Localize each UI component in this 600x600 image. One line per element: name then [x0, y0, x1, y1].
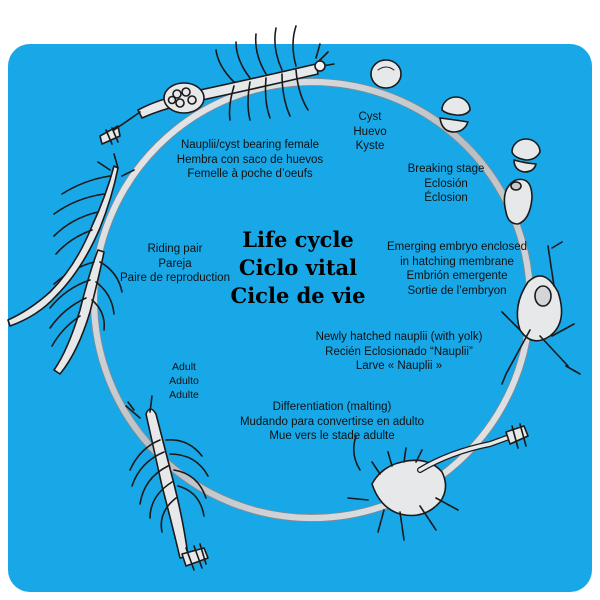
cyst-icon	[370, 59, 402, 89]
label-riding-pair: Riding pair Pareja Paire de reproduction	[120, 243, 230, 284]
label-adult: Adult Adulto Adulte	[169, 361, 199, 401]
adult-shrimp-icon	[125, 395, 209, 571]
juvenile-shrimp-icon	[347, 423, 529, 541]
riding-pair-icon	[7, 153, 135, 375]
emerging-embryo-icon	[503, 178, 533, 225]
label-emerging-embryo: Emerging embryo enclosed in hatching mem…	[387, 241, 527, 297]
breaking-cyst-icon	[439, 96, 471, 133]
nauplius-larva-icon	[501, 241, 581, 385]
label-egg-bearing-female: Nauplii/cyst bearing female Hembra con s…	[176, 139, 324, 180]
label-differentiation: Differentiation (malting) Mudando para c…	[239, 401, 425, 442]
title-french: Cicle de vie	[230, 283, 366, 308]
center-title: Life cycle Ciclo vital Cicle de vie	[228, 226, 368, 310]
title-spanish: Ciclo vital	[238, 255, 358, 280]
breaking-cyst-icon-2	[511, 138, 541, 173]
label-nauplii: Newly hatched nauplii (with yolk) Recién…	[315, 331, 483, 372]
egg-bearing-female-icon	[99, 25, 335, 145]
label-cyst: Cyst Huevo Kyste	[353, 111, 387, 152]
title-english: Life cycle	[242, 227, 354, 252]
egg-sac-icon	[163, 82, 205, 114]
label-breaking-stage: Breaking stage Eclosión Éclosion	[407, 163, 485, 204]
